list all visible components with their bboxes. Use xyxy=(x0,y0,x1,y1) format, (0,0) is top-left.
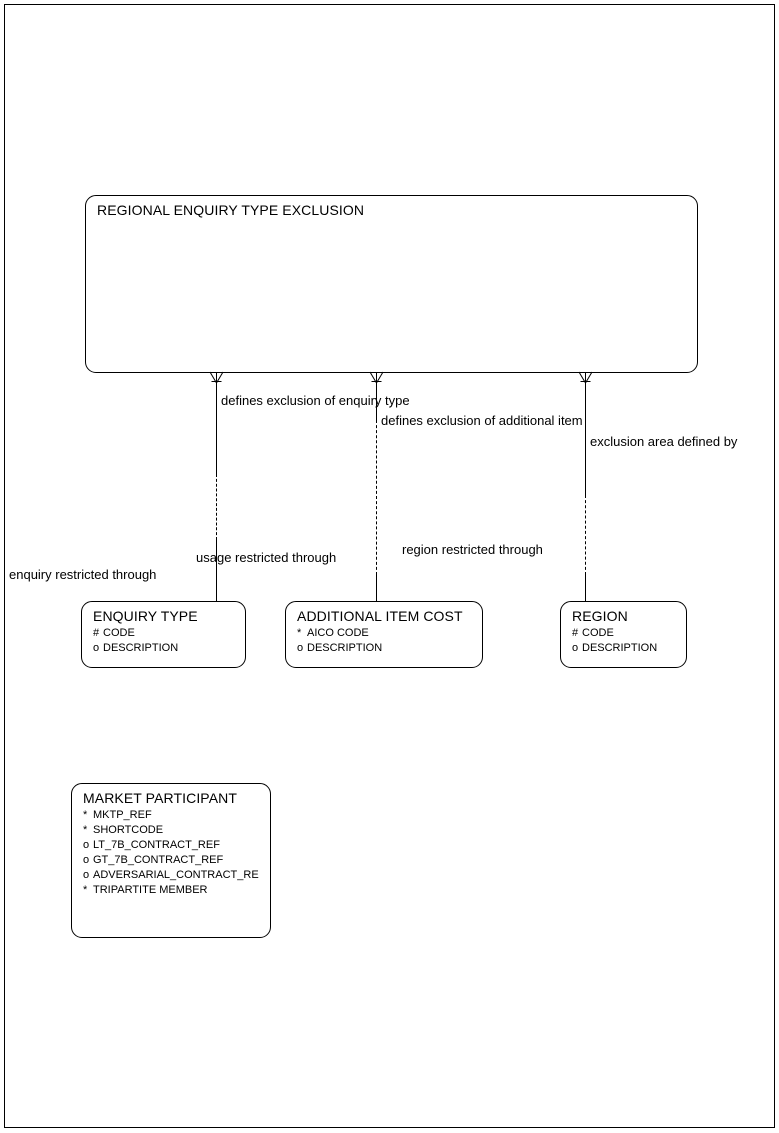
attribute-label: CODE xyxy=(582,627,614,639)
attribute-marker: # xyxy=(93,627,100,639)
attribute-label: ADVERSARIAL_CONTRACT_RE xyxy=(93,869,259,881)
attribute-row: #CODE xyxy=(572,626,657,641)
attribute-row: * TRIPARTITE MEMBER xyxy=(83,883,259,898)
relationship-line-additional-item-dashed xyxy=(376,420,377,575)
attribute-label: GT_7B_CONTRACT_REF xyxy=(93,854,224,866)
attribute-marker: o xyxy=(297,642,304,654)
entity-name: REGION xyxy=(572,608,628,624)
attribute-row: * SHORTCODE xyxy=(83,823,259,838)
relationship-line-enquiry-type-upper xyxy=(216,382,217,474)
attribute-row: * MKTP_REF xyxy=(83,808,259,823)
relationship-label-exclusion-area-defined-by: exclusion area defined by xyxy=(590,434,738,449)
page-border xyxy=(4,4,775,1128)
attribute-label: CODE xyxy=(103,627,135,639)
attribute-marker: o xyxy=(93,642,100,654)
relationship-label-usage-restricted-through: usage restricted through xyxy=(196,550,337,565)
relationship-label-defines-exclusion-of-enquiry-type: defines exclusion of enquiry type xyxy=(221,393,410,408)
attribute-label: MKTP_REF xyxy=(93,809,152,821)
attribute-marker: o xyxy=(572,642,579,654)
entity-market-participant[interactable]: MARKET PARTICIPANT *MKTP_REF *SHORTCODE … xyxy=(71,783,271,938)
attribute-marker: * xyxy=(83,809,88,821)
attribute-marker: o xyxy=(83,854,90,866)
attribute-marker: * xyxy=(297,627,302,639)
crowfoot-icon-additional-item-cost xyxy=(369,371,384,385)
relationship-line-region-lower xyxy=(585,575,586,602)
attribute-marker: o xyxy=(83,839,90,851)
entity-name: ADDITIONAL ITEM COST xyxy=(297,608,463,624)
relationship-label-enquiry-restricted-through: enquiry restricted through xyxy=(9,567,157,582)
crowfoot-icon-enquiry-type xyxy=(209,371,224,385)
attribute-marker: * xyxy=(83,884,88,896)
relationship-line-additional-item-lower xyxy=(376,575,377,602)
attribute-label: TRIPARTITE MEMBER xyxy=(93,884,208,896)
attribute-label: DESCRIPTION xyxy=(582,642,658,654)
attribute-marker: * xyxy=(83,824,88,836)
relationship-label-defines-exclusion-of-additional-item: defines exclusion of additional item xyxy=(381,413,583,428)
relationship-line-additional-item-upper xyxy=(376,382,377,420)
attribute-marker: o xyxy=(83,869,90,881)
relationship-line-region-upper xyxy=(585,382,586,495)
relationship-label-region-restricted-through: region restricted through xyxy=(402,542,543,557)
entity-regional-enquiry-type-exclusion[interactable]: REGIONAL ENQUIRY TYPE EXCLUSION xyxy=(85,195,698,373)
attribute-label: DESCRIPTION xyxy=(103,642,179,654)
relationship-line-enquiry-type-lower xyxy=(216,540,217,602)
attribute-row: #CODE xyxy=(93,626,178,641)
entity-name: MARKET PARTICIPANT xyxy=(83,790,238,806)
attribute-label: DESCRIPTION xyxy=(307,642,383,654)
attribute-marker: # xyxy=(572,627,579,639)
crowfoot-icon-region xyxy=(578,371,593,385)
attribute-label: SHORTCODE xyxy=(93,824,164,836)
relationship-line-region-dashed xyxy=(585,495,586,575)
relationship-line-enquiry-type-dashed xyxy=(216,474,217,540)
entity-name: ENQUIRY TYPE xyxy=(93,608,198,624)
attribute-label: AICO CODE xyxy=(307,627,369,639)
attribute-label: LT_7B_CONTRACT_REF xyxy=(93,839,220,851)
attribute-row: * AICO CODE xyxy=(297,626,382,641)
entity-name: REGIONAL ENQUIRY TYPE EXCLUSION xyxy=(97,202,365,218)
